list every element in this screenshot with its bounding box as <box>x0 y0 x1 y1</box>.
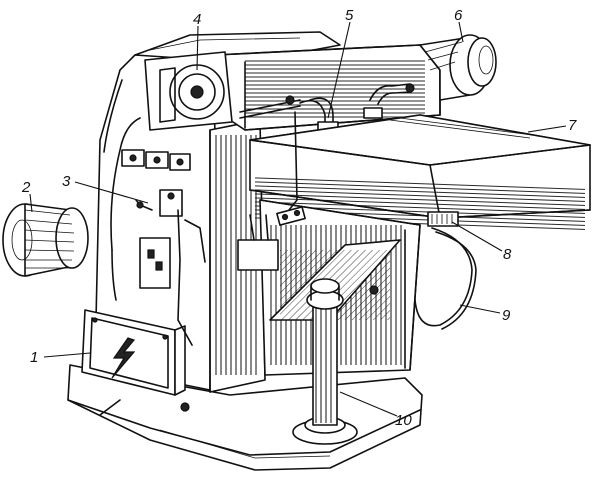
callout-2: 2 <box>21 179 31 196</box>
callout-4: 4 <box>193 11 201 28</box>
callout-5: 5 <box>345 7 354 24</box>
callout-1: 1 <box>30 349 38 366</box>
flexible-cable <box>414 227 477 330</box>
leader-lines <box>29 21 567 417</box>
side-motor <box>2 203 89 277</box>
coolant-pipes <box>239 83 415 133</box>
electrical-box <box>81 309 186 396</box>
callout-9: 9 <box>502 307 511 324</box>
control-panel <box>110 117 206 346</box>
callout-7: 7 <box>568 117 577 134</box>
top-motor <box>419 34 497 101</box>
callout-6: 6 <box>454 7 463 24</box>
table-bracket <box>427 211 459 227</box>
spindle-head <box>144 51 233 131</box>
elevating-screw <box>292 278 358 445</box>
callout-10: 10 <box>395 412 412 429</box>
callout-labels: 1 2 3 4 5 6 7 8 9 10 <box>21 7 577 429</box>
lightning-bolt-icon <box>111 337 136 379</box>
callout-8: 8 <box>503 246 512 263</box>
lever-arm <box>237 111 306 271</box>
callout-3: 3 <box>62 173 71 190</box>
knee-support <box>259 199 421 376</box>
